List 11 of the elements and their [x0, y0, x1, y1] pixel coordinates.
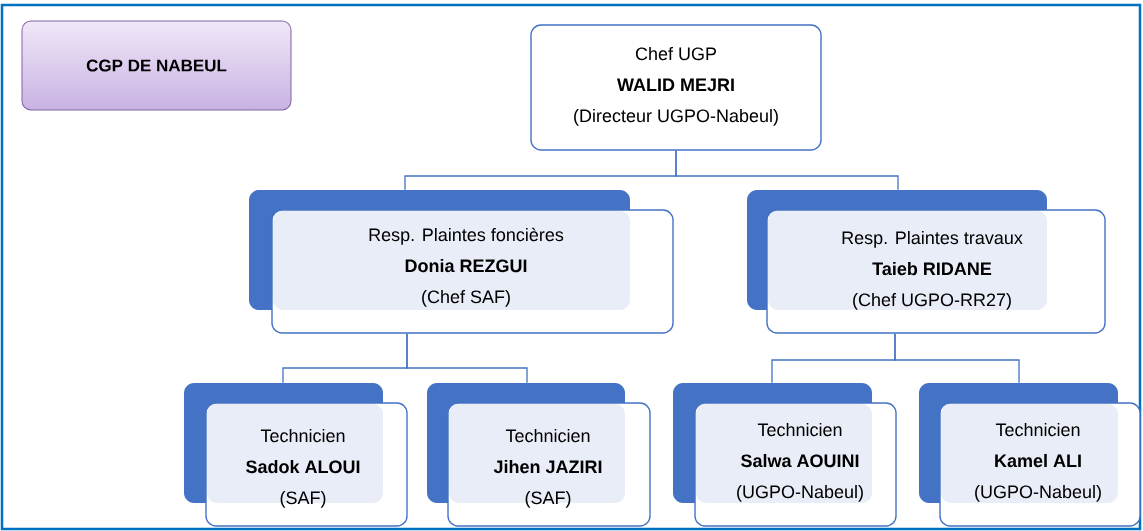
org-box: Technicien Salwa AOUINI (UGPO-Nabeul) [673, 383, 897, 527]
title-box: CGP DE NABEUL [21, 20, 292, 111]
connector [406, 333, 528, 384]
org-box: Technicien Jihen JAZIRI (SAF) [427, 383, 651, 527]
org-box: Technicien Sadok ALOUI (SAF) [184, 383, 408, 527]
org-box: Resp. Plaintes foncières Donia REZGUI (Chef SAF) [249, 190, 674, 334]
org-box: Technicien Kamel ALI (UGPO-Nabeul) [919, 383, 1141, 527]
connector [894, 333, 1020, 384]
org-box: Chef UGP WALID MEJRI (Directeur UGPO-Nabeul) [530, 24, 822, 151]
connector [675, 150, 899, 191]
org-box: Resp. Plaintes travaux Taieb RIDANE (Chef UGPO-RR27) [747, 190, 1106, 334]
